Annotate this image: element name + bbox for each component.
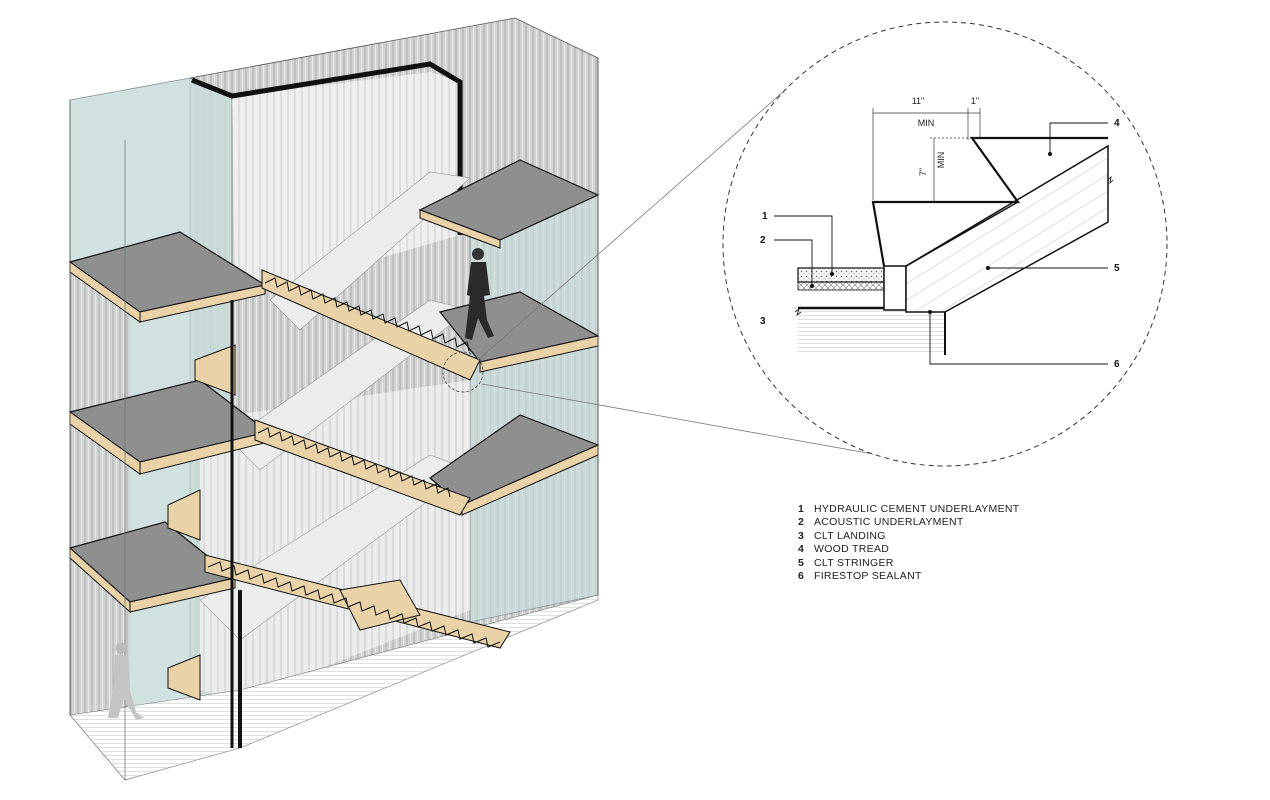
frame-edges [69, 58, 599, 780]
dim-tread-min: MIN [918, 118, 935, 128]
callout-leaders [774, 122, 1108, 365]
callout-6: 6 [1114, 359, 1120, 370]
callout-dots [810, 152, 1052, 314]
callout-4: 4 [1114, 118, 1120, 129]
legend-label: FIRESTOP SEALANT [814, 570, 922, 583]
legend-label: HYDRAULIC CEMENT UNDERLAYMENT [814, 503, 1020, 515]
callout-5: 5 [1114, 263, 1120, 274]
clt-landing [798, 308, 945, 355]
legend-number: 1 [798, 503, 805, 515]
legend-label: CLT LANDING [814, 529, 886, 542]
dim-tread-depth: 11" [912, 96, 925, 106]
right-glass-wall [469, 194, 599, 623]
detail-leader-bottom [481, 383, 941, 467]
cement-underlayment-layer [797, 267, 885, 283]
callout-2: 2 [760, 235, 766, 246]
detail-locator [442, 351, 484, 393]
callout-3: 3 [760, 316, 766, 327]
legend-item: 4 WOOD TREAD [798, 543, 1020, 556]
tread-zigzags [207, 277, 501, 648]
legend-number: 3 [798, 529, 805, 542]
legend-item: 1 HYDRAULIC CEMENT UNDERLAYMENT [798, 503, 1020, 516]
person-walking-lower [108, 642, 144, 720]
legend-label: ACOUSTIC UNDERLAYMENT [814, 516, 964, 529]
core-wall [232, 72, 460, 300]
legend-number: 2 [798, 516, 805, 529]
detail-view: 11" 1" MIN 7" MIN 1 2 3 4 5 6 [722, 21, 1168, 467]
legend-item: 6 FIRESTOP SEALANT [798, 570, 1020, 583]
legend-item: 5 CLT STRINGER [798, 557, 1020, 570]
left-wall-panel [70, 268, 130, 780]
dim-nosing: 1" [971, 96, 979, 106]
legend-number: 5 [798, 556, 805, 569]
clt-stringer-section [905, 144, 1109, 313]
person-walking-upper [465, 248, 494, 340]
legend-label: WOOD TREAD [814, 543, 890, 556]
legend-item: 3 CLT LANDING [798, 530, 1020, 543]
legend-item: 2 ACOUSTIC UNDERLAYMENT [798, 516, 1020, 529]
legend-number: 6 [798, 570, 805, 583]
legend: 1 HYDRAULIC CEMENT UNDERLAYMENT 2 ACOUST… [798, 503, 1020, 583]
detail-leader-top [477, 83, 793, 361]
dim-riser-height: 7" [918, 168, 928, 176]
dimension-lines [872, 108, 981, 202]
legend-number: 4 [798, 543, 805, 556]
dim-riser-min: MIN [936, 152, 946, 169]
firestop-block [883, 265, 907, 311]
callout-1: 1 [762, 211, 768, 222]
legend-label: CLT STRINGER [814, 556, 894, 569]
stair-axonometric [68, 17, 600, 781]
parapet-frame [191, 61, 463, 235]
